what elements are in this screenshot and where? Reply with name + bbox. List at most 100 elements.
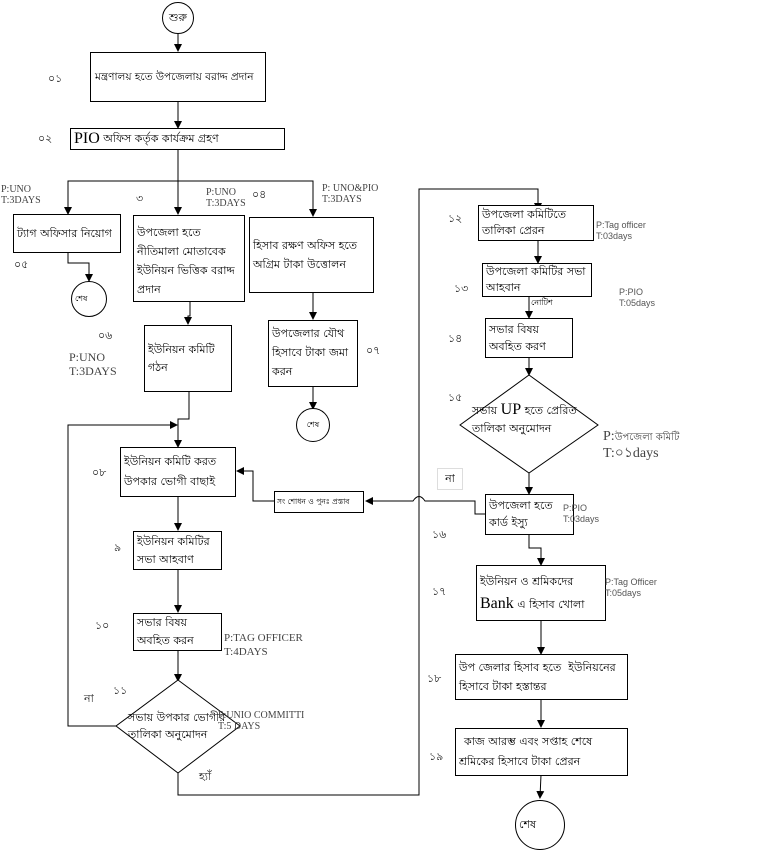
step-02-text: অফিস কর্তৃক কার্যক্রম গ্রহণ [103,132,219,145]
step-11-yes-label: হ্যাঁ [199,770,212,783]
step-11-meta-p: P:UNIO COMMITTI [218,710,305,721]
step-16-meta: P:PIO T:03days [563,503,599,525]
edge-11-yes-12 [177,188,539,796]
end-node-19: শেষ [515,800,565,850]
step-04-line1: হিসাব রক্ষণ অফিস হতে [253,239,358,252]
step-08-line2: উপকার ভোগী বাছাই [124,475,216,488]
step-12-line2: তালিকা প্রেরন [482,224,545,237]
step-05-text: ট্যাগ অফিসার নিয়োগ [17,226,112,240]
step-18-line1: উপ জেলার হিসাব হতে ইউনিয়নের [459,661,616,674]
step-05-number: ০৫ [14,258,29,271]
step-09-box: ইউনিয়ন কমিটির সভা আহবাণ [133,531,222,570]
step-04-line2: অগ্রিম টাকা উত্তোলন [253,258,346,271]
step-04-box: হিসাব রক্ষণ অফিস হতে অগ্রিম টাকা উত্তোলন [249,217,374,293]
end-label-05: শেষ [75,293,88,303]
end-label-19: শেষ [519,817,537,831]
step-09-number: ৯ [114,541,122,554]
step-10-line1: সভার বিষয় [137,616,188,629]
step-13-number: ১৩ [454,282,469,295]
step-05-meta-t: T:3DAYS [1,195,41,206]
step-05-meta-p: P:UNO [1,184,32,195]
step-17-line2: এ হিসাব খোলা [517,597,585,611]
edge-05-end [67,252,93,282]
step-07-box: উপজেলার যৌথ হিসাবে টাকা জমা করন [268,320,358,387]
step-17-line2-latin: Bank [480,594,514,612]
step-03-line2: নীতিমালা মোতাবেক [137,245,226,258]
step-15-no-label: না [437,468,463,490]
end-node-07: শেষ [296,408,330,442]
step-05-box: ট্যাগ অফিসার নিয়োগ [13,214,121,253]
step-15-line2: তালিকা অনুমোদন [472,422,552,435]
edge-16-17 [528,534,545,566]
step-12-number: ১২ [448,212,463,225]
step-03-meta-p: P:UNO [206,187,237,198]
step-13-line1: উপজেলা কমিটির সভা [486,265,586,278]
step-19-number: ১৯ [429,750,444,763]
step-13-box: উপজেলা কমিটির সভা আহবান [482,263,592,297]
step-07-number: ০৭ [366,344,381,357]
revision-box: সং শোধন ও পুনঃ প্রস্তাব [274,491,364,513]
step-08-box: ইউনিয়ন কমিটি করত উপকার ভোগী বাছাই [120,447,236,497]
step-03-meta-t: T:3DAYS [206,198,246,209]
step-04-meta: P: UNO&PIO T:3DAYS [322,183,378,205]
step-06-line2: গঠন [148,360,168,374]
step-06-meta: P:UNO T:3DAYS [69,350,117,378]
step-14-line1: সভার বিষয় [489,323,540,336]
step-06-box: ইউনিয়ন কমিটি গঠন [144,325,232,392]
step-01-number: ০১ [48,72,63,85]
decision-15-shape [459,374,599,474]
step-12-meta-t: T:03days [596,231,633,241]
step-06-line1: ইউনিয়ন কমিটি [148,342,215,356]
step-17-box: ইউনিয়ন ও শ্রমিকদের Bank এ হিসাব খোলা [476,565,606,621]
step-18-box: উপ জেলার হিসাব হতে ইউনিয়নের হিসাবে টাকা… [455,654,628,700]
step-14-line2: অবহিত করণ [489,340,546,353]
edge-11-no-loop [67,421,178,727]
step-13-line2: আহবান [486,281,521,294]
step-15-line1-latin: UP [500,401,522,418]
step-15-meta-p-prefix: P: [603,429,615,444]
step-10-box: সভার বিষয় অবহিত করন [133,613,222,651]
step-12-box: উপজেলা কমিটিতে তালিকা প্রেরন [478,205,594,241]
step-02-box: PIO অফিস কর্তৃক কার্যক্রম গ্রহণ [70,128,285,150]
step-09-line1: ইউনিয়ন কমিটির [137,534,210,548]
step-17-number: ১৭ [432,585,447,598]
edge-revision-08 [236,467,277,502]
edge-19-end [536,774,545,799]
step-03-box: উপজেলা হতে নীতিমালা মোতাবেক ইউনিয়ন ভিত্… [133,215,245,302]
step-16-line1: উপজেলা হতে [489,499,553,512]
step-08-line1: ইউনিয়ন কমিটি করত [124,455,217,468]
step-11-text: সভায় উপকার ভোগীর তালিকা অনুমোদন [128,709,225,743]
step-11-line2: তালিকা অনুমোদন [128,728,208,741]
decision-11-shape [115,679,241,774]
step-03-meta: P:UNO T:3DAYS [206,187,246,209]
step-15-meta-p-row: P:উপজেলা কমিটি [603,427,679,446]
step-17-line1: ইউনিয়ন ও শ্রমিকদের [480,574,574,588]
end-node-05: শেষ [71,281,107,317]
edge-15-no-revision [365,496,485,515]
step-13-meta-t: T:05days [619,298,656,308]
step-07-line1: উপজেলার যৌথ [272,327,345,340]
step-14-box: সভার বিষয় অবহিত করণ [485,318,573,358]
step-16-meta-p: P:PIO [563,503,588,513]
step-15-line1-prefix: সভায় [472,404,498,417]
step-10-number: ১০ [95,619,110,632]
start-node: শুরু [162,2,194,34]
step-08-number: ০৮ [92,466,107,479]
step-10-meta: P:TAG OFFICER T:4DAYS [224,631,303,659]
step-02-prefix: PIO [74,130,100,147]
step-15-text: সভায় UP হতে প্রেরিত তালিকা অনুমোদন [472,401,577,438]
step-04-number: ০৪ [252,188,267,201]
step-14-number: ১৪ [448,332,463,345]
step-10-meta-t: T:4DAYS [224,646,268,658]
step-16-number: ১৬ [432,528,447,541]
edge-06-08 [174,391,190,448]
step-12-line1: উপজেলা কমিটিতে [482,208,566,221]
step-11-meta-t: T:5 DAYS [218,721,261,732]
step-03-line3: ইউনিয়ন ভিত্তিক বরাদ্দ [137,264,235,277]
step-16-box: উপজেলা হতে কার্ড ইস্যু [485,494,574,535]
step-06-number: ০৬ [98,329,113,342]
step-06-meta-p: P:UNO [69,350,106,364]
step-18-line2: হিসাবে টাকা হস্তান্তর [459,680,547,693]
revision-text: সং শোধন ও পুনঃ প্রস্তাব [277,497,350,506]
step-18-number: ১৮ [427,672,442,685]
